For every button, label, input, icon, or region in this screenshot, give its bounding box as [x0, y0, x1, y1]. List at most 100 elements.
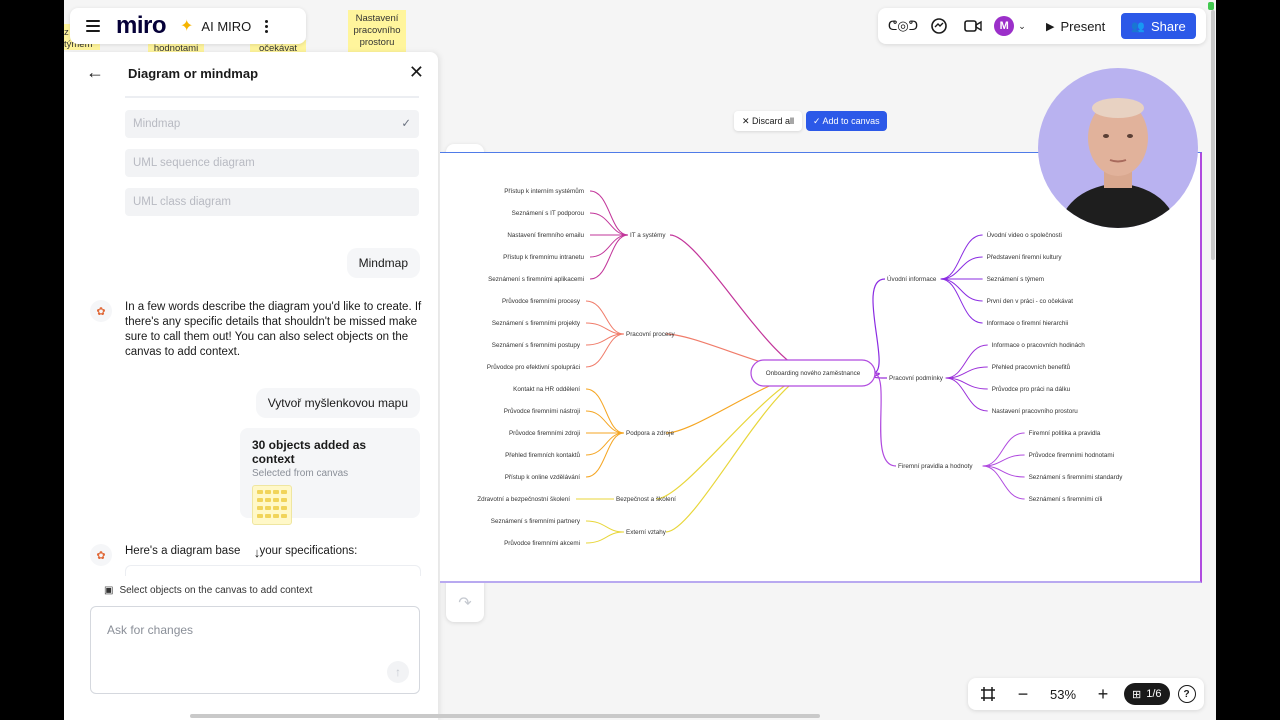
- horizontal-scrollbar[interactable]: [190, 714, 820, 718]
- branch-label: Pracovní procesy: [626, 331, 675, 338]
- select-context-row[interactable]: ▣ Select objects on the canvas to add co…: [104, 585, 312, 596]
- leaf-connector: [585, 388, 625, 434]
- ai-miro-label: AI MIRO: [201, 18, 252, 34]
- play-icon: ▶: [1046, 20, 1055, 33]
- leaf-label: Přehled firemních kontaktů: [505, 451, 580, 459]
- help-icon: ?: [1177, 685, 1196, 703]
- top-left-toolbar: miro ✦ AI MIRO: [70, 8, 306, 44]
- option-uml-sequence[interactable]: UML sequence diagram: [125, 149, 419, 177]
- branch-label: Externí vztahy: [626, 529, 667, 536]
- branch-label: Bezpečnost a školení: [616, 496, 676, 503]
- diagram-preview-card[interactable]: [125, 565, 421, 576]
- add-to-canvas-button[interactable]: ✓ Add to canvas: [806, 111, 887, 131]
- leaf-label: Průvodce firemními procesy: [502, 297, 581, 305]
- leaf-connector: [940, 278, 983, 324]
- presenter-silhouette: [1058, 98, 1178, 228]
- option-label: Mindmap: [133, 118, 181, 130]
- leaf-connector: [589, 234, 629, 280]
- leaf-connector: [945, 344, 988, 379]
- leaf-label: Průvodce pro efektivní spolupráci: [487, 363, 580, 371]
- chevron-down-icon: ⌄: [1018, 20, 1026, 31]
- miro-app: z týmem hodnotami očekávat Nastavení pra…: [64, 0, 1216, 720]
- present-button[interactable]: ▶ Present: [1038, 12, 1113, 40]
- close-icon[interactable]: ✕: [408, 62, 424, 82]
- ai-assistant-icon: ✿: [90, 544, 112, 566]
- option-uml-class[interactable]: UML class diagram: [125, 188, 419, 216]
- leaf-label: Nastavení firemního emailu: [507, 232, 584, 239]
- leaf-connector: [585, 432, 625, 456]
- people-icon: 👥: [1131, 20, 1145, 33]
- select-frame-icon: ▣: [104, 585, 114, 596]
- leaf-label: Průvodce firemními hodnotami: [1029, 451, 1114, 459]
- main-menu-icon[interactable]: [78, 8, 108, 44]
- discard-all-button[interactable]: ✕ Discard all: [734, 111, 803, 131]
- vertical-scrollbar[interactable]: [1210, 0, 1216, 720]
- send-arrow-icon[interactable]: ↑: [387, 661, 409, 683]
- leaf-connector: [589, 212, 629, 236]
- zoom-out-icon[interactable]: −: [1017, 683, 1029, 704]
- ai-assistant-icon: ✿: [90, 300, 112, 322]
- leaf-label: Seznámení s firemními aplikacemi: [488, 276, 584, 283]
- ai-message: ✿ Here's a diagram base your specificati…: [90, 544, 420, 566]
- leaf-connector: [982, 454, 1025, 467]
- pages-button[interactable]: ⊞ 1/6: [1124, 683, 1170, 705]
- panel-header: ← Diagram or mindmap ✕: [64, 52, 438, 96]
- share-button[interactable]: 👥 Share: [1121, 13, 1196, 39]
- branch-connector: [872, 278, 886, 374]
- leaf-label: Představení firemní kultury: [987, 254, 1063, 261]
- more-options-icon[interactable]: [265, 19, 269, 33]
- redo-icon[interactable]: ↷: [458, 595, 472, 612]
- leaf-connector: [982, 465, 1025, 500]
- sticky-note[interactable]: Nastavení pracovního prostoru: [348, 10, 406, 54]
- scroll-down-arrow-icon[interactable]: ↓: [253, 544, 261, 560]
- user-avatar-menu[interactable]: M ⌄: [992, 11, 1028, 41]
- share-label: Share: [1150, 18, 1186, 34]
- leaf-connector: [589, 234, 629, 258]
- leaf-label: Průvodce firemními akcemi: [504, 539, 580, 547]
- leaf-connector: [585, 520, 625, 533]
- fit-to-screen-icon[interactable]: [968, 686, 1008, 702]
- mindmap-svg: IT a systémy Přístup k interním systémůmS…: [477, 187, 1124, 547]
- ask-placeholder: Ask for changes: [107, 623, 194, 637]
- leaf-label: Seznámení s firemními cíli: [1029, 496, 1103, 503]
- ask-for-changes-input[interactable]: Ask for changes ↑: [90, 606, 420, 694]
- ai-message-text: In a few words describe the diagram you'…: [125, 301, 422, 358]
- presenter-video[interactable]: [1038, 68, 1198, 228]
- leaf-label: Průvodce firemními zdroji: [509, 429, 580, 437]
- top-right-toolbar: ᕦ◎ᕤ M ⌄ ▶ Present 👥 Share: [878, 8, 1206, 44]
- zoom-in-icon[interactable]: +: [1097, 683, 1109, 704]
- user-message: Vytvoř myšlenkovou mapu: [255, 388, 420, 418]
- reactions-icon[interactable]: ᕦ◎ᕤ: [887, 18, 919, 33]
- context-card[interactable]: 30 objects added as context Selected fro…: [240, 428, 420, 525]
- ai-miro-button[interactable]: ✦ AI MIRO: [180, 16, 251, 36]
- branch-connector: [872, 372, 897, 467]
- leaf-label: Seznámení s IT podporou: [512, 210, 585, 217]
- leaf-label: Seznámení s firemními standardy: [1029, 474, 1124, 481]
- option-label: UML class diagram: [133, 196, 231, 208]
- avatar: M: [994, 16, 1015, 36]
- option-label: UML sequence diagram: [133, 157, 255, 169]
- back-arrow-icon[interactable]: ←: [86, 62, 104, 82]
- zoom-level[interactable]: 53%: [1049, 686, 1077, 702]
- leaf-connector: [585, 410, 625, 434]
- leaf-connector: [940, 278, 983, 302]
- branch-label: IT a systémy: [630, 232, 666, 239]
- help-button[interactable]: ?: [1170, 685, 1204, 703]
- leaf-connector: [585, 531, 625, 544]
- miro-logo[interactable]: miro: [116, 12, 167, 39]
- user-message: Mindmap: [346, 248, 420, 278]
- context-subtitle: Selected from canvas: [252, 468, 349, 479]
- option-mindmap[interactable]: Mindmap ✓: [125, 110, 419, 138]
- branch-connector: [872, 372, 888, 379]
- branch-label: Úvodní informace: [887, 274, 937, 283]
- leaf-label: Seznámení s firemními projekty: [492, 320, 581, 327]
- chat-bubble-icon: [931, 18, 947, 34]
- leaf-label: Přístup k interním systémům: [504, 187, 584, 195]
- comments-icon[interactable]: [924, 11, 954, 41]
- camera-icon: [964, 20, 982, 32]
- video-call-icon[interactable]: [958, 11, 988, 41]
- gift-icon: ⊞: [1132, 688, 1142, 701]
- leaf-label: Seznámení s firemními partnery: [491, 518, 581, 525]
- leaf-label: Přehled pracovních benefitů: [992, 363, 1071, 371]
